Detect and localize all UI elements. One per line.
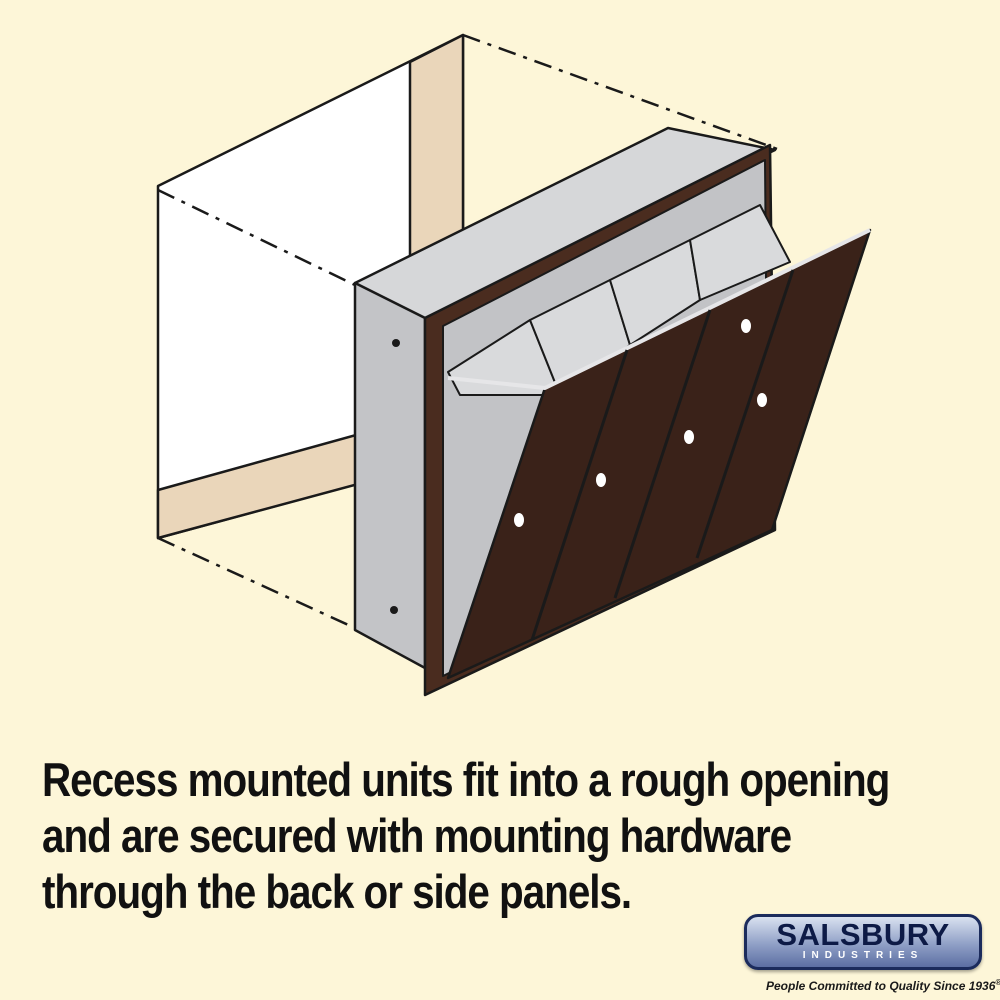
projection-lines [157, 33, 781, 630]
logo-subtitle: INDUSTRIES [802, 950, 924, 961]
door-seams [530, 269, 795, 641]
caption-line-2: and are secured with mounting hardware [42, 809, 792, 862]
salsbury-logo: SALSBURY INDUSTRIES [744, 914, 988, 974]
lock-hole-1 [514, 513, 524, 527]
recess-mount-illustration [156, 33, 872, 697]
registered-mark: ® [995, 978, 1000, 987]
door-locks [514, 319, 767, 527]
mailbox-unit [353, 126, 872, 697]
door-top-lip [447, 228, 871, 390]
logo-badge [744, 914, 982, 970]
lock-hole-3 [684, 430, 694, 444]
mounting-hole-bottom [390, 606, 398, 614]
lock-hole-4 [757, 393, 767, 407]
caption-line-1: Recess mounted units fit into a rough op… [42, 753, 890, 806]
box-side [353, 281, 427, 670]
caption-text: Recess mounted units fit into a rough op… [42, 752, 979, 920]
compartment-dividers [447, 204, 791, 396]
tagline: People Committed to Quality Since 1936® [766, 978, 1000, 993]
lock-hole-5 [741, 319, 751, 333]
tagline-text: People Committed to Quality Since 1936 [766, 979, 996, 993]
lock-hole-2 [596, 473, 606, 487]
mounting-hole-top [392, 339, 400, 347]
logo-name: SALSBURY [776, 917, 950, 952]
caption-line-3: through the back or side panels. [42, 865, 632, 918]
